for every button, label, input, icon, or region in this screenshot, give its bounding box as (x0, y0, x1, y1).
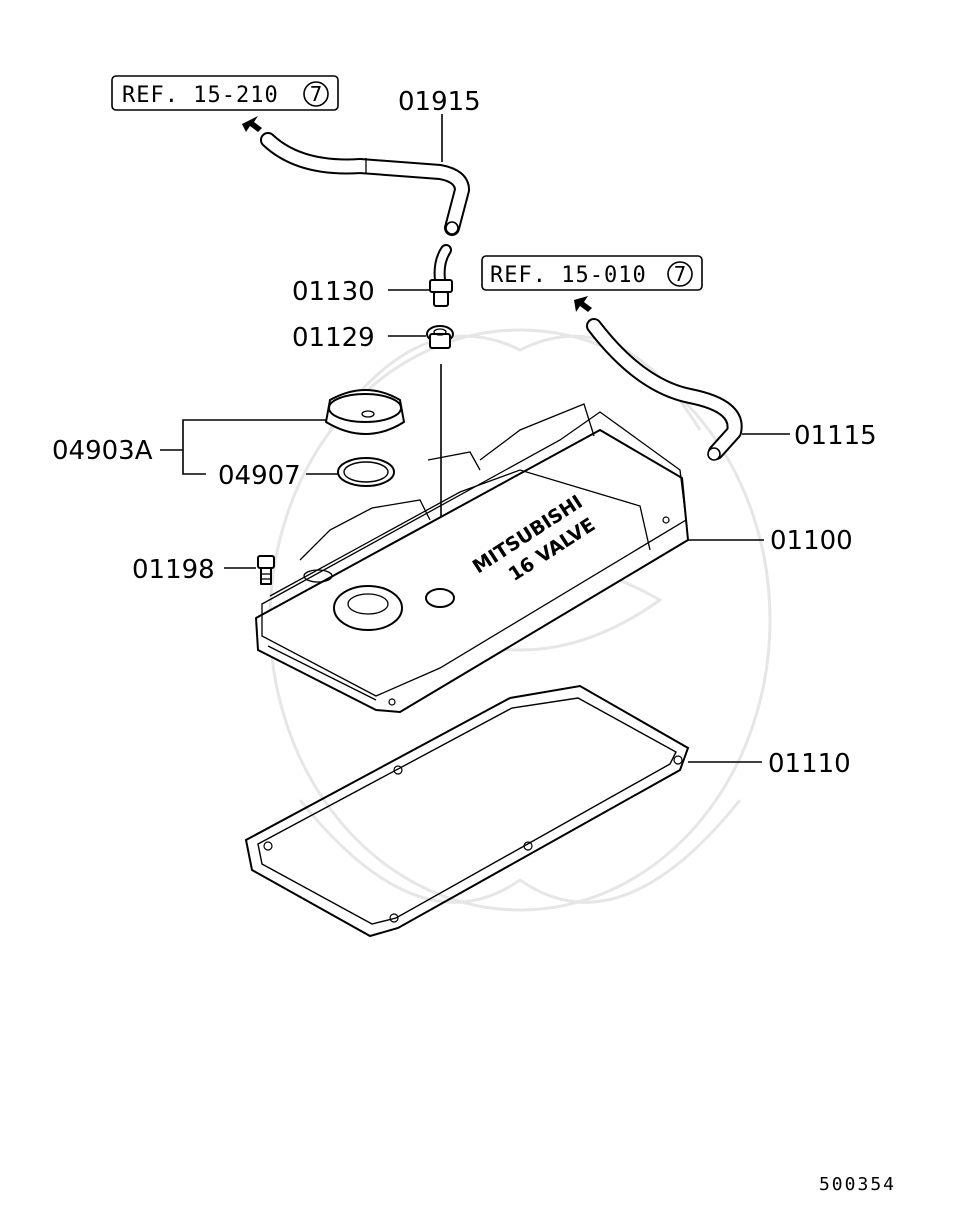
label-04903A: 04903A (52, 436, 153, 466)
cap-gasket-04907[interactable] (337, 457, 395, 487)
label-01129: 01129 (292, 323, 375, 353)
oil-filler-cap-04903A[interactable] (325, 389, 405, 435)
ref-15-210-arrow (242, 116, 262, 132)
rocker-cover-01100[interactable]: MITSUBISHI 16 VALVE (255, 403, 689, 713)
rocker-cover-gasket-01110[interactable] (244, 684, 690, 938)
label-01115: 01115 (794, 421, 877, 451)
label-04907: 04907 (218, 461, 301, 491)
label-01915: 01915 (398, 87, 481, 117)
ref-15-010-arrow (574, 296, 592, 312)
label-01198: 01198 (132, 555, 215, 585)
ref-15-010-circled: 7 (674, 262, 687, 286)
ref-15-210-circled: 7 (310, 82, 323, 106)
ref-15-210-text: REF. 15-210 (122, 83, 279, 108)
ref-15-210-box[interactable]: REF. 15-210 7 (111, 75, 339, 111)
diagram-code: 500354 (819, 1174, 896, 1195)
ref-15-010-text: REF. 15-010 (490, 263, 647, 288)
breather-hose-01115[interactable] (586, 318, 743, 461)
bolt-01198[interactable] (257, 555, 275, 585)
label-01110: 01110 (768, 749, 851, 779)
grommet-01129[interactable] (426, 325, 454, 349)
pcv-valve-01130[interactable] (429, 244, 453, 307)
hose-01915[interactable] (260, 132, 470, 236)
leader-lines (160, 114, 790, 763)
label-01100: 01100 (770, 526, 853, 556)
label-01130: 01130 (292, 277, 375, 307)
ref-15-010-box[interactable]: REF. 15-010 7 (481, 255, 703, 291)
